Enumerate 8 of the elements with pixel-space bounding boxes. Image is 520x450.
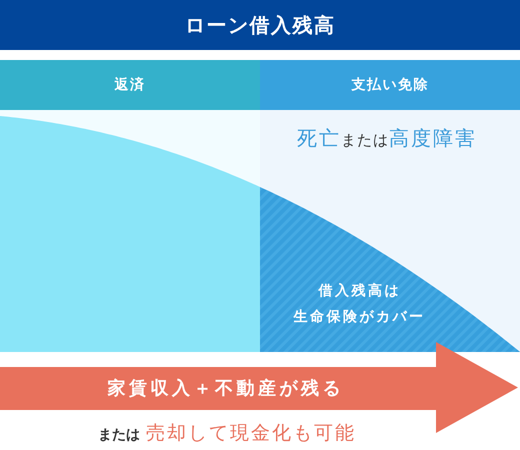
arrow-label: 家賃収入＋不動産が残る — [108, 377, 344, 401]
area-caption: 借入残高は生命保険がカバー — [292, 282, 426, 327]
note-text: または売却して現金化も可能 — [98, 421, 356, 446]
header-band: 返済 — [0, 60, 260, 110]
repaid-area — [0, 116, 260, 352]
title-banner: ローン借入残高 — [0, 0, 520, 50]
header-band: 支払い免除 — [260, 60, 520, 110]
condition-text: 死亡または高度障害 — [297, 125, 477, 152]
